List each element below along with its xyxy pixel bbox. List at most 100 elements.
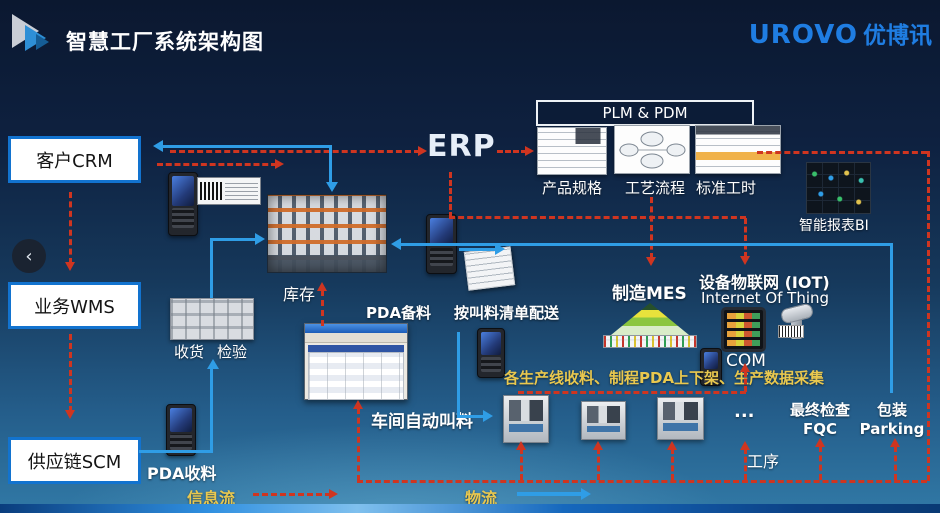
pda-device-icon	[477, 328, 505, 378]
material-delivery-to-line	[457, 415, 485, 418]
arrow-right-icon	[495, 243, 505, 255]
erp-label: ERP	[427, 129, 496, 164]
pda-prepare-label: PDA备料	[366, 304, 432, 322]
flow-to-machine-2	[597, 448, 600, 480]
iot-label-en: Internet Of Thing	[701, 289, 830, 307]
workshop-call-label: 车间自动叫料	[371, 412, 473, 432]
barcode-scanner-icon	[778, 302, 815, 360]
packing-label-en: Parking	[859, 420, 925, 438]
std-hours-label: 标准工时	[696, 179, 757, 197]
arrow-right-icon	[275, 159, 284, 169]
flow-right-edge-down	[927, 151, 930, 481]
arrow-right-icon	[418, 146, 427, 156]
arrow-up-icon	[815, 438, 825, 447]
flow-to-machine-1	[520, 448, 523, 480]
product-spec-label: 产品规格	[542, 179, 603, 197]
back-button[interactable]: ‹	[12, 239, 46, 273]
workshop-call-app-screenshot	[304, 323, 408, 400]
arrow-right-icon	[483, 410, 493, 422]
arrow-down-icon	[740, 256, 750, 265]
material-delivery-down	[457, 332, 460, 418]
spec-sheet-icon	[537, 127, 607, 175]
warehouse-photo	[267, 194, 387, 273]
flow-crm-to-erp	[170, 150, 420, 153]
pda-device-icon	[168, 172, 198, 236]
flow-to-machine-3	[671, 448, 674, 480]
arrow-up-icon	[593, 441, 603, 450]
arrow-down-icon	[646, 257, 656, 266]
arrow-left-icon	[391, 238, 401, 250]
material-pda-to-delivery	[459, 248, 497, 251]
bi-label: 智能报表BI	[799, 218, 869, 234]
info-flow-legend: 信息流	[187, 489, 236, 508]
inventory-label: 库存	[283, 285, 316, 304]
ellipsis-label: ...	[734, 401, 755, 422]
material-packing-up	[890, 243, 893, 393]
crm-label: 客户CRM	[36, 150, 113, 172]
com-label: COM	[726, 351, 766, 371]
flow-bottom-to-app	[357, 408, 360, 481]
arrow-down-icon	[326, 182, 338, 192]
machine-icon	[503, 395, 549, 443]
urovo-logo: UROVO 优博讯	[749, 16, 932, 50]
process-step-label: 工序	[747, 452, 780, 471]
urovo-logo-en: UROVO	[748, 20, 858, 50]
process-flow-label: 工艺流程	[625, 179, 686, 197]
arrow-up-icon	[516, 441, 526, 450]
packing-block: 包装 Parking	[858, 399, 926, 438]
material-packing-to-inventory	[400, 243, 893, 246]
material-receiving-to-inventory	[210, 238, 257, 241]
plm-pdm-label: PLM & PDM	[602, 104, 688, 122]
flow-to-mes	[650, 197, 653, 259]
material-flow-legend-arrow	[517, 492, 583, 496]
material-scm-out	[139, 450, 213, 453]
crm-system-box: 客户CRM	[8, 136, 141, 183]
flow-crm-to-wms	[69, 192, 72, 264]
arrow-up-icon	[317, 282, 327, 291]
arrow-down-icon	[65, 262, 75, 271]
com-touch-panel-icon	[721, 307, 766, 352]
arrow-left-icon	[153, 140, 163, 152]
barcode-label-icon	[197, 177, 261, 205]
arrow-up-icon	[890, 438, 900, 447]
flow-note-to-com	[744, 371, 747, 392]
material-scm-to-receiving	[210, 368, 213, 453]
mes-pyramid-icon	[603, 303, 697, 353]
arrow-up-icon	[740, 441, 750, 450]
production-note: 各生产线收料、制程PDA上下架、生产数据采集	[504, 369, 825, 387]
fqc-label-en: FQC	[802, 420, 837, 438]
pallet-boxes-icon	[170, 298, 254, 340]
packing-label-cn: 包装	[876, 401, 907, 419]
arrow-up-icon	[207, 359, 219, 369]
arrow-right-icon	[255, 233, 265, 245]
flow-to-packing	[894, 446, 897, 480]
flow-to-iot	[744, 218, 747, 258]
flow-erp-down	[449, 172, 452, 218]
page-title: 智慧工厂系统架构图	[66, 30, 264, 54]
pda-device-icon	[166, 404, 196, 456]
arrow-right-icon	[329, 489, 338, 499]
flow-plm-to-right-edge	[757, 151, 927, 154]
scm-system-box: 供应链SCM	[8, 437, 141, 484]
handheld-device-icon	[700, 348, 722, 386]
fqc-label-cn: 最终检查	[789, 401, 850, 419]
fqc-block: 最终检查 FQC	[783, 399, 857, 438]
brand-triangle-icon	[36, 34, 49, 50]
arrow-right-icon	[525, 146, 534, 156]
info-flow-legend-arrow	[253, 493, 331, 496]
back-chevron-icon: ‹	[25, 245, 33, 267]
machine-icon	[657, 397, 704, 440]
material-flow-legend: 物流	[465, 489, 498, 508]
flow-wms-to-scm	[69, 334, 72, 412]
flow-to-fqc	[819, 446, 822, 480]
material-receiving-up	[210, 240, 213, 298]
production-note-underline	[518, 391, 746, 394]
arrow-right-icon	[581, 488, 591, 500]
wms-system-box: 业务WMS	[8, 282, 141, 329]
pda-receive-label: PDA收料	[147, 464, 217, 483]
scm-label: 供应链SCM	[27, 451, 122, 473]
arrow-up-icon	[740, 363, 750, 372]
arrow-up-icon	[667, 441, 677, 450]
bottom-accent-bar	[0, 504, 940, 513]
